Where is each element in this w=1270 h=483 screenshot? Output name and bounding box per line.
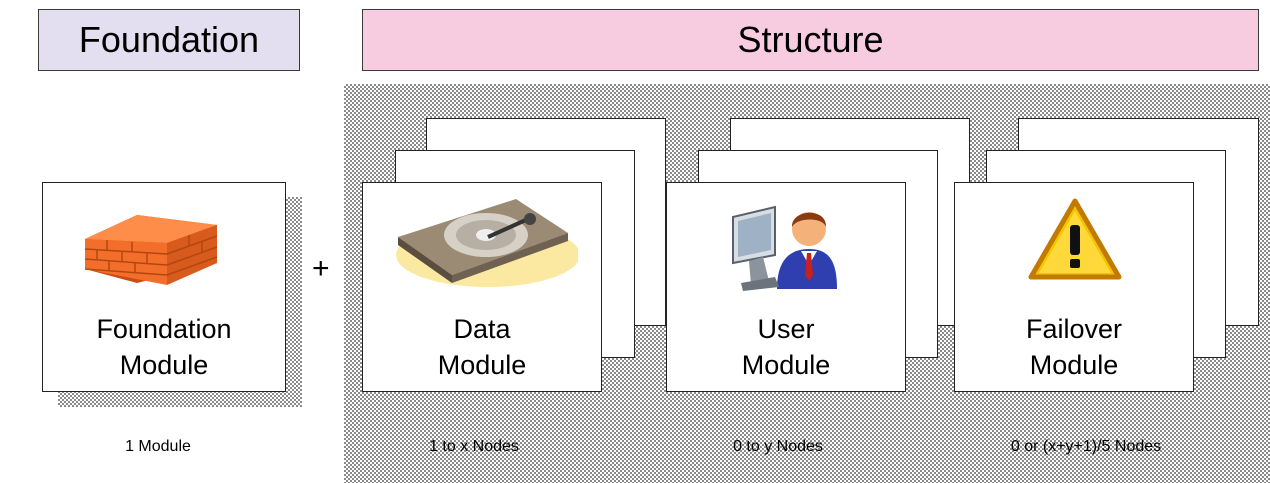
- warning-icon: [1028, 198, 1122, 280]
- user-module-label: User Module: [741, 314, 831, 380]
- structure-header-label: Structure: [737, 19, 884, 60]
- foundation-count-label: 1 Module: [125, 438, 191, 455]
- user-computer-icon: [732, 205, 837, 291]
- plus-operator: +: [312, 252, 330, 285]
- foundation-module-card: Foundation Module: [42, 182, 286, 392]
- data-count-label: 1 to x Nodes: [429, 438, 519, 455]
- data-module-label: Data Module: [437, 314, 527, 380]
- data-module-card: Data Module: [362, 182, 602, 392]
- hard-drive-icon: [396, 199, 578, 287]
- foundation-header: Foundation: [38, 9, 300, 71]
- failover-module-card: Failover Module: [954, 182, 1194, 392]
- failover-module-label: Failover Module: [1025, 314, 1123, 380]
- user-module-card: User Module: [666, 182, 906, 392]
- user-count-label: 0 to y Nodes: [733, 438, 823, 455]
- failover-count-label: 0 or (x+y+1)/5 Nodes: [1010, 438, 1162, 455]
- foundation-module-label: Foundation Module: [96, 314, 232, 380]
- structure-header: Structure: [362, 9, 1259, 71]
- brick-wall-icon: [84, 215, 218, 285]
- foundation-header-label: Foundation: [78, 19, 260, 60]
